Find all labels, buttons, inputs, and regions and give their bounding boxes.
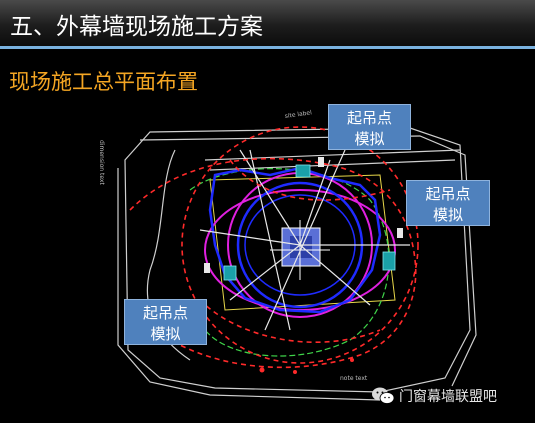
callout-label: 起吊点模拟 — [346, 109, 392, 148]
wechat-icon — [372, 387, 395, 404]
svg-text:dimension text: dimension text — [98, 140, 105, 185]
tower-crane-lines — [199, 149, 410, 331]
hoist-point-callout-right: 起吊点模拟 — [406, 180, 490, 226]
material-stockpiles — [223, 164, 396, 281]
hoist-point-callout-left: 起吊点模拟 — [124, 299, 207, 345]
plan-annotations: dimension text site label note text — [98, 109, 368, 382]
page-title: 五、外幕墙现场施工方案 — [10, 14, 263, 40]
section-subtitle: 现场施工总平面布置 — [9, 70, 198, 94]
watermark: 门窗幕墙联盟吧 — [371, 386, 497, 406]
hoist-point-callout-top: 起吊点模拟 — [328, 104, 411, 150]
callout-label: 起吊点模拟 — [425, 185, 471, 224]
crane-swing-red — [129, 126, 419, 369]
header-divider — [0, 46, 535, 49]
watermark-text: 门窗幕墙联盟吧 — [399, 389, 497, 405]
svg-text:site label: site label — [284, 109, 312, 120]
building-core — [270, 220, 330, 280]
svg-text:note text: note text — [340, 375, 368, 382]
callout-label: 起吊点模拟 — [142, 304, 188, 343]
header-bar: 五、外幕墙现场施工方案 — [0, 0, 535, 46]
site-markers — [204, 157, 403, 374]
